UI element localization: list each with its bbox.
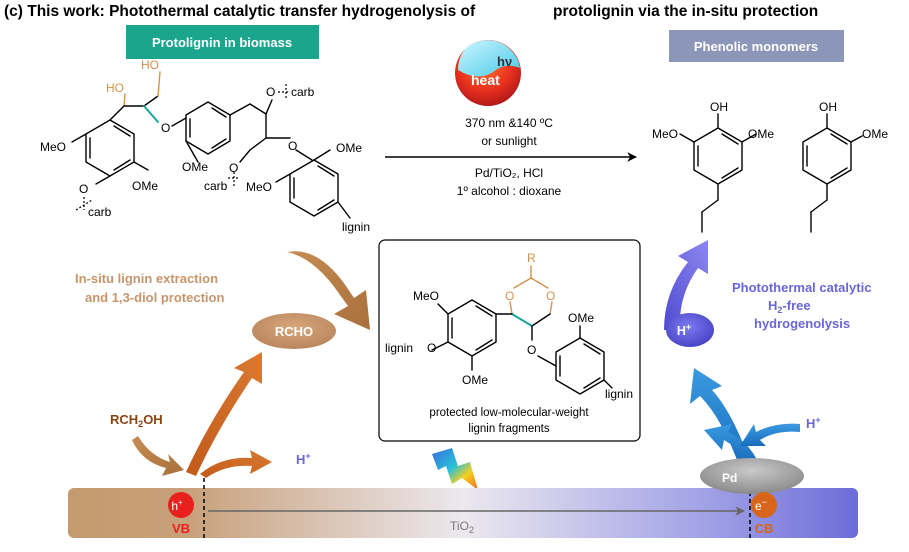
rch2oh-arrow (132, 436, 184, 476)
lightning-bolt-icon (432, 448, 478, 490)
vb-label: VB (172, 521, 190, 536)
label-carb-bottom: carb (204, 179, 228, 193)
condition-line3: Pd/TiO₂, HCl (475, 166, 543, 180)
condition-line4: 1º alcohol : dioxane (457, 184, 562, 198)
label-lignin: lignin (342, 220, 370, 234)
svg-text:h+: h+ (171, 498, 183, 513)
label-o-left: O (79, 182, 88, 196)
badge-phenolic-label: Phenolic monomers (694, 39, 818, 54)
electron-transfer-arrow-small (704, 424, 756, 462)
label-o-ether: O (161, 121, 170, 135)
fragment-o2: O (546, 289, 555, 303)
hv-label: hν (497, 54, 512, 69)
fragment-r: R (527, 251, 536, 265)
heat-light-icon: heat hν (455, 40, 521, 106)
label-ome-left: OMe (132, 179, 158, 193)
label-oh2: OH (819, 100, 837, 114)
h-plus-circle: H+ (666, 313, 714, 347)
fragment-ome-bottom: OMe (462, 373, 488, 387)
oxidation-arrow (186, 352, 262, 476)
heat-label: heat (471, 72, 500, 88)
right-process-line2: H2-free (768, 298, 811, 315)
left-process-line1: In-situ lignin extraction (75, 271, 218, 286)
rcho-bubble: RCHO (252, 313, 336, 349)
extraction-arrow (287, 251, 370, 330)
pd-particle: Pd (700, 458, 804, 494)
monomer-syringol-propyl: OH MeO OMe (652, 100, 774, 233)
condition-line2: or sunlight (481, 134, 537, 148)
h-plus-right: H+ (806, 415, 821, 431)
fragment-caption2: lignin fragments (468, 423, 549, 435)
rch2oh-label: RCH2OH (110, 412, 163, 429)
label-meo1: MeO (652, 127, 678, 141)
h-plus-left: H+ (296, 451, 311, 467)
svg-text:e−: e− (755, 497, 767, 513)
heading-left: (c) This work: Photothermal catalytic tr… (4, 3, 476, 20)
fragment-o1: O (505, 289, 514, 303)
badge-phenolic: Phenolic monomers (669, 30, 844, 62)
badge-protolignin: Protolignin in biomass (126, 25, 319, 59)
fragment-lignin-right: lignin (605, 387, 633, 401)
fragment-lignin-left: lignin (385, 341, 413, 355)
hydrogenolysis-arrow (664, 240, 708, 330)
label-ome-mid: OMe (182, 160, 208, 174)
svg-text:H+: H+ (677, 322, 691, 338)
left-process-line2: and 1,3-diol protection (85, 290, 224, 305)
tio2-label: TiO2 (450, 519, 474, 535)
proton-release-arrow (200, 450, 272, 478)
fragment-o-left: O (427, 341, 436, 355)
hole-vb: h+ VB (168, 492, 194, 536)
electron-cb: e− CB (751, 492, 777, 536)
protolignin-structure: MeO OMe O carb HO HO O OMe O carb (40, 58, 370, 234)
label-meo-mid: MeO (246, 180, 272, 194)
label-o-carb-bottom: O (229, 161, 238, 175)
monomer-guaiacol-propyl: OH OMe (802, 100, 888, 233)
label-oh1: OH (710, 100, 728, 114)
label-ome-right: OMe (336, 141, 362, 155)
label-ho-left: HO (106, 81, 124, 95)
rcho-label: RCHO (275, 324, 313, 339)
label-ome2: OMe (862, 127, 888, 141)
condition-line1: 370 nm &140 ºC (465, 116, 553, 130)
right-process-line3: hydrogenolysis (754, 316, 850, 331)
label-meo-left: MeO (40, 140, 66, 154)
label-o-carb-top: O (266, 85, 275, 99)
label-ome1: OMe (748, 127, 774, 141)
badge-protolignin-label: Protolignin in biomass (152, 35, 292, 50)
fragment-meo: MeO (413, 289, 439, 303)
proton-arrow (740, 423, 800, 446)
heading-right: protolignin via the in-situ protection (553, 3, 818, 20)
cb-label: CB (755, 521, 774, 536)
fragment-box: R O O MeO O lignin OMe O OMe ligni (378, 239, 641, 442)
label-ho-top: HO (141, 58, 159, 72)
right-process-line1: Photothermal catalytic (732, 280, 871, 295)
fragment-o-ether: O (527, 343, 536, 357)
label-o-ether2: O (288, 139, 297, 153)
label-carb-top: carb (291, 85, 315, 99)
tio2-semiconductor: TiO2 (68, 478, 858, 540)
fragment-ome: OMe (568, 311, 594, 325)
label-carb-left: carb (88, 205, 112, 219)
pd-label: Pd (722, 471, 737, 485)
fragment-caption1: protected low-molecular-weight (429, 407, 589, 419)
